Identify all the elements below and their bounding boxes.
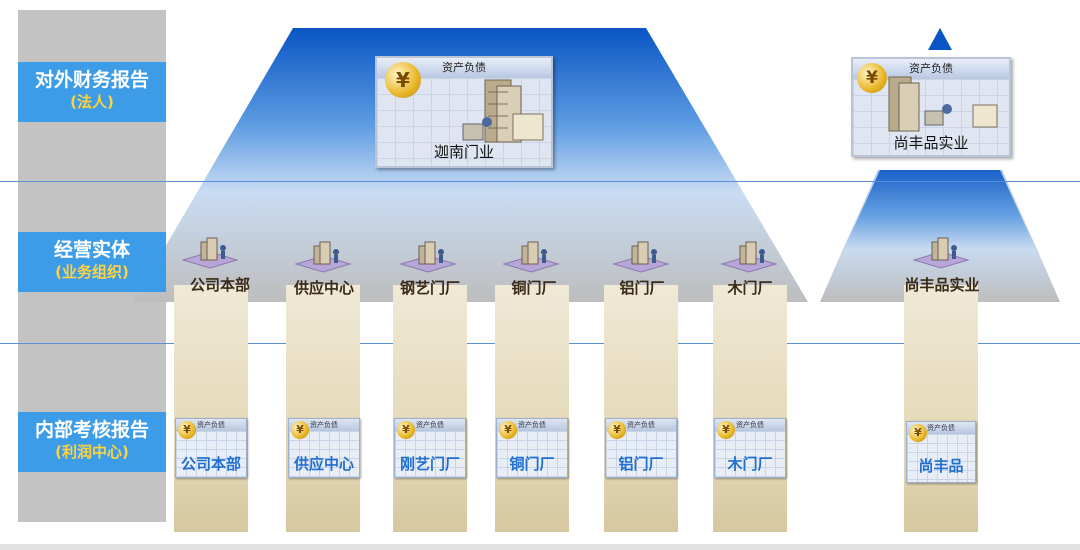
card-header: 资产负债 xyxy=(853,59,1009,79)
band-title: 经营实体 xyxy=(53,239,130,261)
building-platform-icon xyxy=(502,241,560,273)
profit-center-card: 资产负债 ¥ 木门厂 xyxy=(714,418,786,478)
business-unit-label: 铝门厂 xyxy=(619,279,665,297)
band-label-external-report: 对外财务报告 (法人) xyxy=(18,62,166,122)
band-label-business-entity: 经营实体 (业务组织) xyxy=(18,232,166,292)
profit-center-name: 铝门厂 xyxy=(618,455,664,473)
band-label-internal-report: 内部考核报告 (利润中心) xyxy=(18,412,166,472)
profit-center-name: 木门厂 xyxy=(727,455,773,473)
business-unit-label: 铜门厂 xyxy=(511,279,557,297)
pillar-column xyxy=(286,285,360,532)
business-unit xyxy=(181,234,239,276)
yen-coin-icon: ¥ xyxy=(178,421,196,439)
yen-coin-icon: ¥ xyxy=(499,421,517,439)
business-unit xyxy=(399,238,457,280)
business-unit xyxy=(720,238,778,280)
business-unit-label: 木门厂 xyxy=(727,279,773,297)
business-unit-label: 尚丰品实业 xyxy=(904,276,980,294)
profit-center-name: 刚艺门厂 xyxy=(399,455,460,473)
profit-center-name: 公司本部 xyxy=(180,455,241,473)
right-pyramid-tip xyxy=(928,28,952,50)
band-subtitle: (业务组织) xyxy=(55,263,129,281)
pillar-column xyxy=(604,285,678,532)
pillar-column xyxy=(713,285,787,532)
card-header: 资产负债 xyxy=(377,58,551,78)
business-unit xyxy=(502,238,560,280)
entity-name: 尚丰品实业 xyxy=(893,134,969,152)
profit-center-card: 资产负债 ¥ 刚艺门厂 xyxy=(394,418,466,478)
divider-line-top xyxy=(0,181,1080,182)
building-platform-icon xyxy=(181,237,239,269)
profit-center-card: 资产负债 ¥ 供应中心 xyxy=(288,418,360,478)
band-subtitle: (利润中心) xyxy=(55,443,129,461)
pillar-column xyxy=(174,285,248,532)
yen-coin-icon: ¥ xyxy=(291,421,309,439)
yen-coin-icon: ¥ xyxy=(397,421,415,439)
pillar-column xyxy=(904,285,978,532)
profit-center-name: 供应中心 xyxy=(293,455,354,473)
business-unit-label: 公司本部 xyxy=(189,276,250,294)
legal-entity-card: 资产负债 ¥ 尚丰品实业 xyxy=(851,57,1011,157)
profit-center-name: 铜门厂 xyxy=(509,455,555,473)
pillar-column xyxy=(495,285,569,532)
building-platform-icon xyxy=(912,237,970,269)
band-title: 对外财务报告 xyxy=(34,69,149,91)
legal-entity-card: 资产负债 ¥ 迦南门业 xyxy=(375,56,553,168)
building-platform-icon xyxy=(294,241,352,273)
profit-center-card: 资产负债 ¥ 铜门厂 xyxy=(496,418,568,478)
business-unit-label: 供应中心 xyxy=(293,279,354,297)
yen-coin-icon: ¥ xyxy=(385,62,421,98)
business-unit xyxy=(294,238,352,280)
bottom-strip xyxy=(0,544,1080,550)
building-platform-icon xyxy=(399,241,457,273)
office-building-icon xyxy=(888,76,998,132)
business-unit xyxy=(912,234,970,276)
band-subtitle: (法人) xyxy=(70,93,114,111)
yen-coin-icon: ¥ xyxy=(857,63,887,93)
yen-coin-icon: ¥ xyxy=(909,424,927,442)
pillar-column xyxy=(393,285,467,532)
profit-center-card: 资产负债 ¥ 公司本部 xyxy=(175,418,247,478)
yen-coin-icon: ¥ xyxy=(608,421,626,439)
profit-center-card: 资产负债 ¥ 铝门厂 xyxy=(605,418,677,478)
office-building-icon xyxy=(462,79,544,143)
building-platform-icon xyxy=(720,241,778,273)
profit-center-card: 资产负债 ¥ 尚丰品 xyxy=(906,421,976,483)
entity-name: 迦南门业 xyxy=(433,143,494,161)
yen-coin-icon: ¥ xyxy=(717,421,735,439)
business-unit-label: 钢艺门厂 xyxy=(399,279,460,297)
band-title: 内部考核报告 xyxy=(34,419,149,441)
building-platform-icon xyxy=(612,241,670,273)
business-unit xyxy=(612,238,670,280)
profit-center-name: 尚丰品 xyxy=(918,457,964,475)
